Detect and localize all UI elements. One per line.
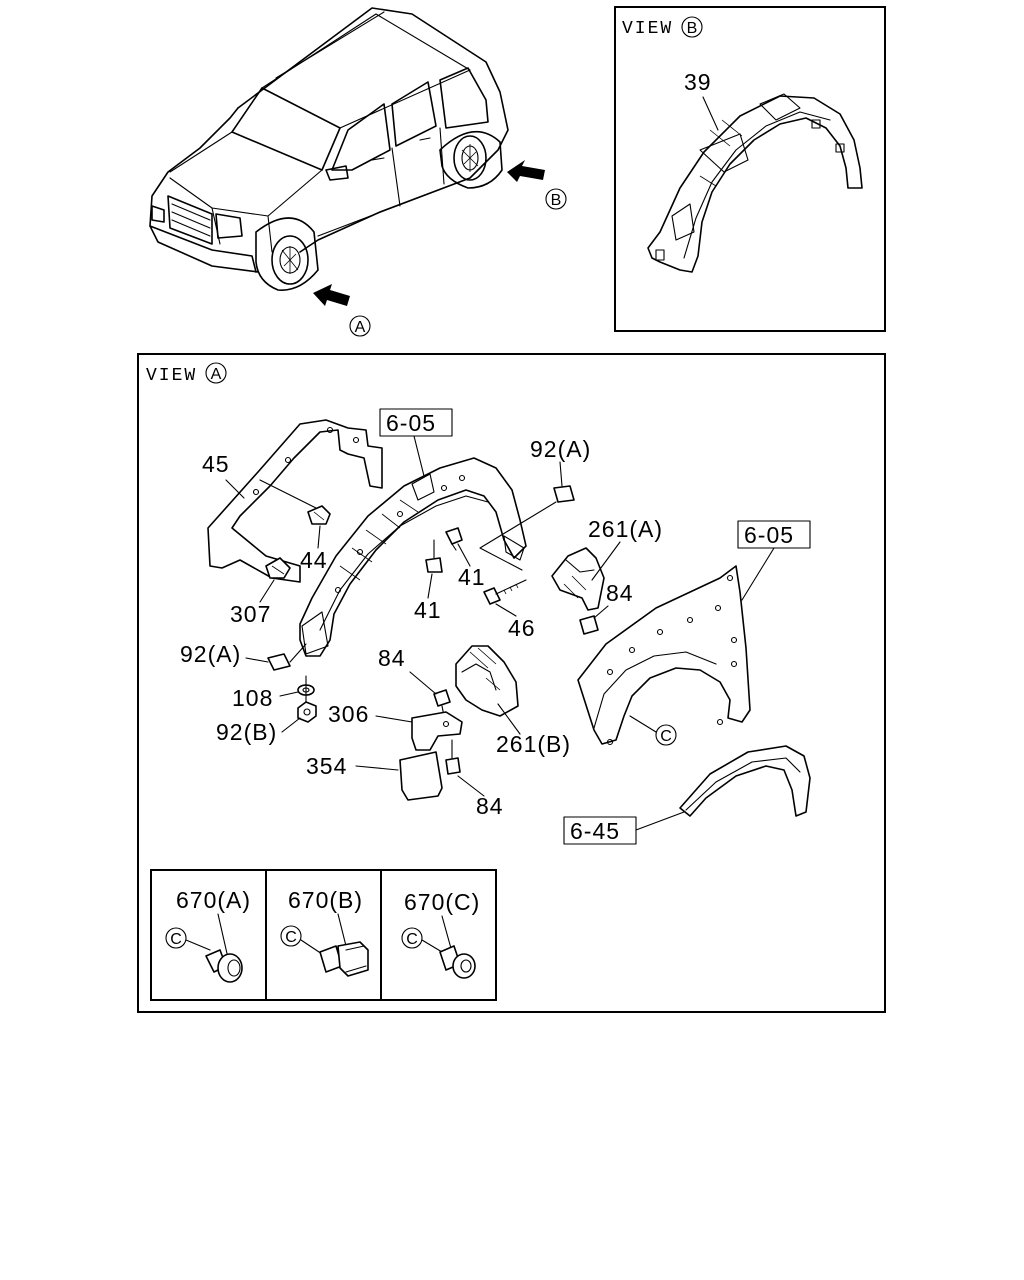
arrow-b-marker: B: [545, 188, 567, 210]
clip-670c: 670(C) C: [401, 889, 480, 979]
label-44: 44: [300, 547, 328, 573]
label-92a-top: 92(A): [530, 436, 591, 462]
label-41a: 41: [458, 564, 486, 590]
clip-670b: 670(B) C: [280, 887, 369, 977]
clip-callout-c-letter: C: [660, 728, 672, 745]
label-84a: 84: [606, 580, 634, 606]
bracket-261a: [551, 547, 605, 611]
clip-670a: 670(A) C: [165, 887, 251, 983]
label-39: 39: [684, 69, 712, 95]
label-46: 46: [508, 615, 536, 641]
label-6-45: 6-45: [570, 818, 620, 844]
clip-44: [307, 505, 331, 525]
front-fender-part: [577, 565, 751, 746]
label-41b: 41: [414, 597, 442, 623]
bracket-306: [411, 711, 463, 751]
arch-moulding-part: [679, 745, 811, 817]
label-45: 45: [202, 451, 230, 477]
view-a-arrow: [313, 284, 350, 306]
label-354: 354: [306, 753, 347, 779]
view-b-panel: [614, 6, 886, 332]
bolt-84a: [579, 615, 599, 635]
screw-46: [483, 579, 527, 605]
bracket-261b: [455, 645, 519, 717]
label-92b: 92(B): [216, 719, 277, 745]
view-b-arrow: [507, 160, 545, 182]
label-306: 306: [328, 701, 369, 727]
view-a-mark: A: [211, 366, 222, 383]
ref-box-6-05-top: [379, 408, 453, 437]
bolt-84b: [433, 689, 451, 717]
mud-shield-45: [207, 419, 383, 583]
arrow-a-letter: A: [355, 319, 366, 336]
clip-670c-label: 670(C): [404, 889, 480, 915]
splash-guard-354: [399, 751, 443, 801]
label-6-05-right: 6-05: [744, 522, 794, 548]
clip-307: [265, 557, 291, 579]
clip-92a-top: [553, 485, 575, 503]
rear-liner-part-39: [647, 93, 863, 273]
label-92a-left: 92(A): [180, 641, 241, 667]
screw-41b: [425, 539, 443, 573]
vehicle-illustration: [149, 7, 545, 306]
view-a-title: VIEW: [146, 366, 197, 386]
label-307: 307: [230, 601, 271, 627]
view-b-mark: B: [687, 20, 698, 37]
front-liner-part: [299, 457, 527, 657]
clip-670b-label: 670(B): [288, 887, 363, 913]
label-84b: 84: [378, 645, 406, 671]
clip-670a-mark: C: [170, 931, 182, 948]
arrow-b-letter: B: [551, 192, 562, 209]
label-261a: 261(A): [588, 516, 663, 542]
screw-41a: [445, 527, 463, 551]
clip-92a-left: [267, 653, 291, 671]
clip-670c-mark: C: [406, 931, 418, 948]
clip-670a-label: 670(A): [176, 887, 251, 913]
clip-670b-mark: C: [285, 929, 297, 946]
nut-92b: [297, 701, 317, 723]
view-a-panel: [137, 353, 886, 1013]
label-108: 108: [232, 685, 273, 711]
label-261b: 261(B): [496, 731, 571, 757]
bolt-84c: [445, 739, 461, 775]
label-6-05-top: 6-05: [386, 410, 436, 436]
clip-panel: [150, 869, 497, 1001]
clip-callout-c: [655, 724, 677, 746]
label-84c: 84: [476, 793, 504, 819]
view-b-title: VIEW: [622, 19, 673, 39]
arrow-a-marker: A: [349, 315, 371, 337]
